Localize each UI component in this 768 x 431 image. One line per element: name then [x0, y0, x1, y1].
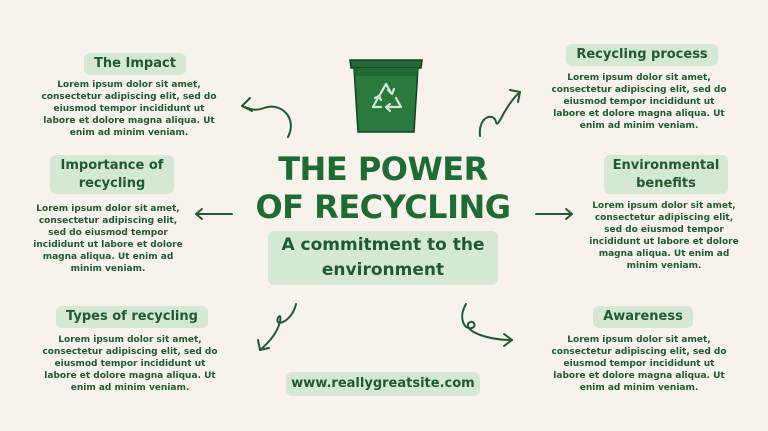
arrow-icon-to-importance [195, 208, 233, 220]
text-environmental-benefits: Lorem ipsum dolor sit amet, consectetur … [589, 201, 739, 271]
recycling-bin-icon [349, 59, 423, 133]
arrow-icon-to-awareness [461, 303, 513, 347]
text-recycling-process: Lorem ipsum dolor sit amet, consectetur … [551, 73, 727, 131]
arrow-icon-to-types [257, 303, 297, 351]
main-title: THE POWER OF RECYCLING [238, 150, 528, 226]
arrow-icon-to-process [478, 89, 521, 137]
heading-types-of-recycling: Types of recycling [56, 306, 208, 328]
heading-importance-of-recycling: Importance of recycling [50, 155, 174, 195]
arrow-icon-to-benefits [535, 208, 573, 220]
text-awareness: Lorem ipsum dolor sit amet, consectetur … [551, 335, 727, 393]
text-the-impact: Lorem ipsum dolor sit amet, consectetur … [41, 80, 217, 138]
website-link[interactable]: www.reallygreatsite.com [286, 372, 480, 396]
arrow-icon-to-impact [241, 97, 292, 138]
title-line-1: THE POWER [278, 150, 488, 188]
heading-the-impact: The Impact [84, 53, 186, 75]
subtitle: A commitment to the environment [268, 231, 498, 285]
text-importance-of-recycling: Lorem ipsum dolor sit amet, consectetur … [33, 204, 183, 274]
heading-recycling-process: Recycling process [566, 44, 718, 66]
title-line-2: OF RECYCLING [255, 188, 511, 226]
text-types-of-recycling: Lorem ipsum dolor sit amet, consectetur … [42, 335, 218, 393]
heading-environmental-benefits: Environmental benefits [604, 155, 728, 195]
heading-awareness: Awareness [593, 306, 693, 328]
